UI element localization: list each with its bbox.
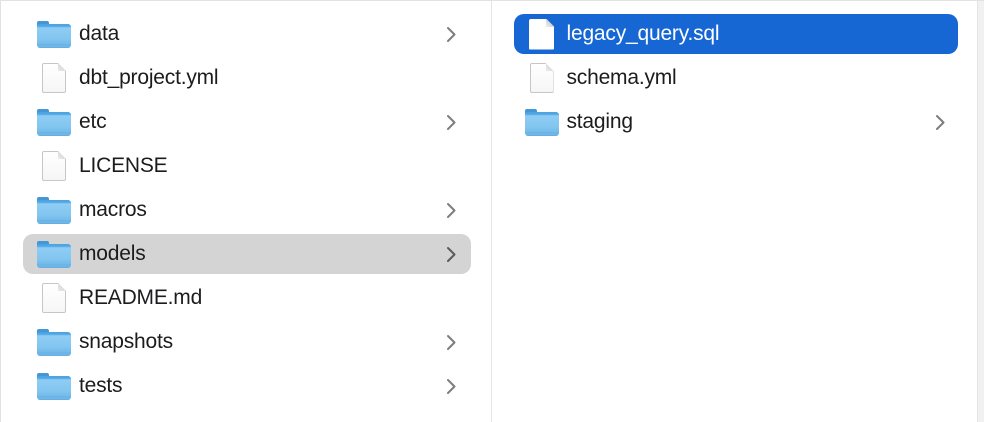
- document-icon: [37, 151, 71, 181]
- next-column-edge: [978, 1, 984, 422]
- folder-row-data[interactable]: data: [23, 14, 471, 54]
- item-label: snapshots: [79, 330, 173, 353]
- item-label: models: [79, 242, 146, 265]
- item-label: tests: [79, 374, 123, 397]
- file-row-schema-yml[interactable]: schema.yml: [514, 58, 959, 98]
- item-label: macros: [79, 198, 147, 221]
- finder-column-models: legacy_query.sql schema.yml staging: [492, 1, 978, 422]
- document-icon: [525, 18, 559, 50]
- item-label: staging: [566, 110, 634, 133]
- item-label: etc: [79, 110, 107, 133]
- file-row-readme-md[interactable]: README.md: [23, 278, 471, 318]
- document-icon: [37, 283, 71, 313]
- file-row-license[interactable]: LICENSE: [23, 146, 471, 186]
- chevron-right-icon: [446, 26, 457, 43]
- folder-icon: [37, 327, 71, 357]
- file-row-dbt-project-yml[interactable]: dbt_project.yml: [23, 58, 471, 98]
- document-icon: [525, 63, 559, 93]
- folder-icon: [37, 371, 71, 401]
- folder-row-models[interactable]: models: [23, 234, 471, 274]
- chevron-right-icon: [446, 378, 457, 395]
- folder-icon: [37, 239, 71, 269]
- folder-icon: [37, 107, 71, 137]
- folder-icon: [37, 195, 71, 225]
- folder-row-etc[interactable]: etc: [23, 102, 471, 142]
- folder-icon: [524, 107, 559, 137]
- item-label: schema.yml: [566, 66, 677, 89]
- chevron-right-icon: [446, 246, 457, 263]
- document-icon: [37, 63, 71, 93]
- item-label: LICENSE: [79, 154, 168, 177]
- column-divider[interactable]: [490, 1, 492, 422]
- item-label: README.md: [79, 286, 203, 309]
- item-label: dbt_project.yml: [79, 66, 219, 89]
- chevron-right-icon: [935, 114, 946, 131]
- folder-icon: [37, 19, 71, 49]
- chevron-right-icon: [446, 114, 457, 131]
- chevron-right-icon: [446, 202, 457, 219]
- file-row-legacy-query-sql[interactable]: legacy_query.sql: [513, 14, 958, 54]
- chevron-right-icon: [446, 334, 457, 351]
- folder-row-snapshots[interactable]: snapshots: [23, 322, 471, 362]
- column-divider-right[interactable]: [977, 1, 978, 422]
- folder-row-macros[interactable]: macros: [23, 190, 471, 230]
- item-label: legacy_query.sql: [566, 22, 720, 45]
- item-label: data: [79, 22, 120, 45]
- folder-row-tests[interactable]: tests: [23, 366, 471, 406]
- folder-row-staging[interactable]: staging: [514, 102, 959, 142]
